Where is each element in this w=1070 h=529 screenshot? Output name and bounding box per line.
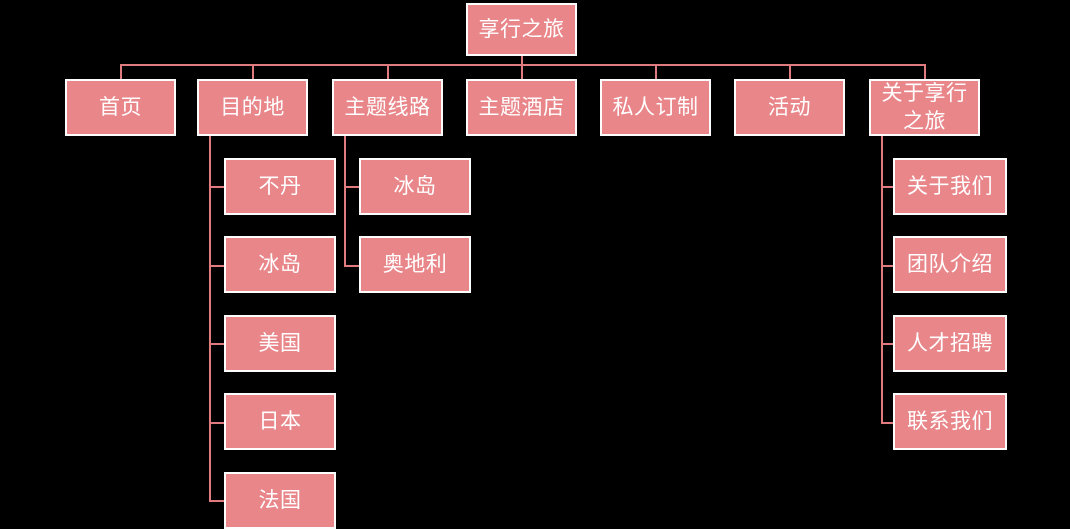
node-label: 法国 [258, 487, 302, 512]
node-label: 人才招聘 [907, 330, 993, 355]
connector-drop-about [924, 64, 926, 79]
connector-destination-stub-5 [209, 500, 224, 502]
connector-about-stub-4 [881, 422, 893, 424]
connector-destination-stub-4 [209, 422, 224, 424]
node-label: 美国 [258, 330, 302, 355]
destination-child-node-1[interactable]: 不丹 [224, 158, 336, 215]
about-child-node-4[interactable]: 联系我们 [893, 393, 1007, 450]
node-label: 关于享行之旅 [881, 81, 968, 133]
root-node[interactable]: 享行之旅 [466, 3, 577, 56]
level1-node-5[interactable]: 私人订制 [600, 79, 711, 136]
connector-route-stub-1 [344, 186, 359, 188]
level1-node-6[interactable]: 活动 [734, 79, 845, 136]
destination-child-node-2[interactable]: 冰岛 [224, 236, 336, 293]
connector-about-stub-2 [881, 265, 893, 267]
destination-child-node-4[interactable]: 日本 [224, 393, 336, 450]
node-label: 冰岛 [258, 251, 302, 276]
connector-about-trunk [881, 136, 883, 422]
connector-destination-trunk [209, 136, 211, 501]
connector-drop-hotel [521, 64, 523, 79]
level1-node-1[interactable]: 首页 [65, 79, 176, 136]
connector-destination-stub-2 [209, 265, 224, 267]
route-child-node-2[interactable]: 奥地利 [359, 236, 471, 293]
connector-root-stem [521, 56, 523, 64]
node-label: 主题酒店 [478, 94, 565, 119]
node-label: 冰岛 [393, 173, 437, 198]
node-label: 首页 [99, 94, 142, 119]
about-child-node-3[interactable]: 人才招聘 [893, 315, 1007, 372]
connector-drop-activity [789, 64, 791, 79]
node-label: 日本 [258, 408, 302, 433]
node-label: 关于我们 [907, 173, 993, 198]
connector-destination-stub-3 [209, 343, 224, 345]
connector-destination-stub-1 [209, 186, 224, 188]
node-label: 享行之旅 [478, 16, 565, 41]
connector-drop-home [120, 64, 122, 79]
level1-node-4[interactable]: 主题酒店 [466, 79, 577, 136]
level1-node-7[interactable]: 关于享行之旅 [869, 79, 980, 136]
connector-drop-destination [252, 64, 254, 79]
node-label: 私人订制 [612, 94, 699, 119]
node-label: 奥地利 [382, 251, 448, 276]
connector-about-stub-3 [881, 343, 893, 345]
node-label: 目的地 [220, 94, 285, 119]
connector-about-stub-1 [881, 186, 893, 188]
level1-node-3[interactable]: 主题线路 [332, 79, 443, 136]
node-label: 团队介绍 [907, 251, 993, 276]
about-child-node-2[interactable]: 团队介绍 [893, 236, 1007, 293]
route-child-node-1[interactable]: 冰岛 [359, 158, 471, 215]
connector-route-trunk [344, 136, 346, 265]
node-label: 不丹 [258, 173, 302, 198]
destination-child-node-3[interactable]: 美国 [224, 315, 336, 372]
destination-child-node-5[interactable]: 法国 [224, 472, 336, 529]
connector-drop-custom [655, 64, 657, 79]
connector-drop-route [387, 64, 389, 79]
connector-route-stub-2 [344, 265, 359, 267]
node-label: 主题线路 [344, 94, 431, 119]
about-child-node-1[interactable]: 关于我们 [893, 158, 1007, 215]
node-label: 活动 [768, 94, 811, 119]
level1-node-2[interactable]: 目的地 [197, 79, 308, 136]
node-label: 联系我们 [907, 408, 993, 433]
